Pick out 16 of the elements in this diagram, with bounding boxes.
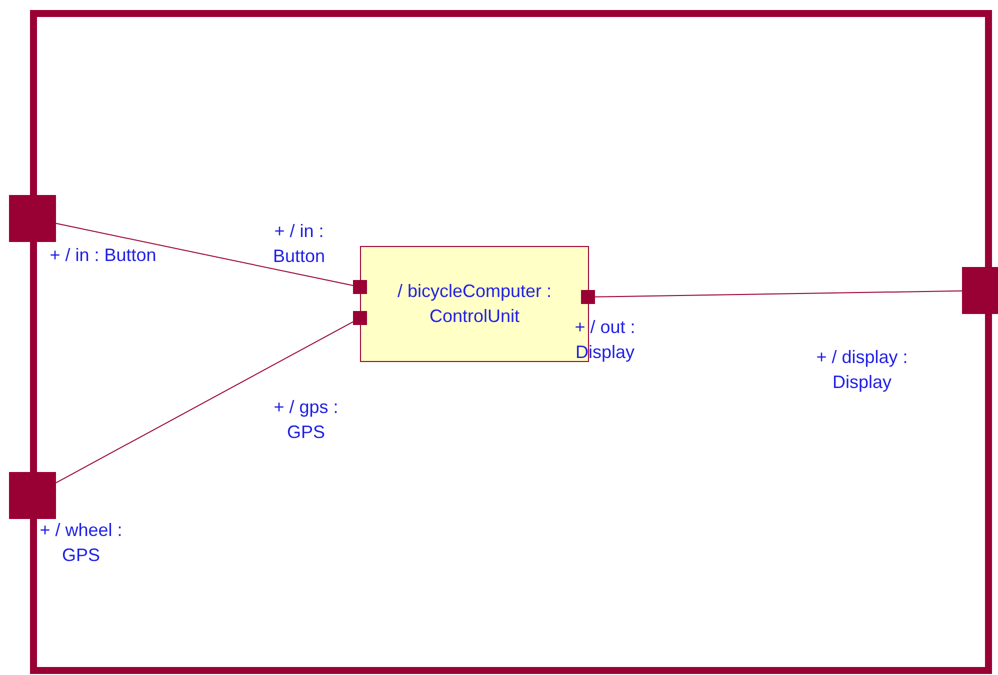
- port-square: [9, 472, 56, 519]
- connector-line: [594, 290, 962, 298]
- port-label: + / in : Button: [48, 244, 158, 267]
- port-square: [353, 311, 367, 325]
- frame-box: [30, 10, 992, 674]
- connector-line: [56, 321, 354, 484]
- port-label: + / display : Display: [815, 346, 909, 394]
- port-square: [353, 280, 367, 294]
- port-square: [9, 195, 56, 242]
- part-name: / bicycleComputer : ControlUnit: [396, 280, 553, 328]
- port-square: [581, 290, 595, 304]
- port-label: + / wheel : GPS: [38, 519, 124, 567]
- port-square: [962, 267, 998, 314]
- port-label: + / gps : GPS: [272, 396, 340, 444]
- port-label: + / in : Button: [272, 220, 326, 268]
- connector-line: [56, 222, 354, 286]
